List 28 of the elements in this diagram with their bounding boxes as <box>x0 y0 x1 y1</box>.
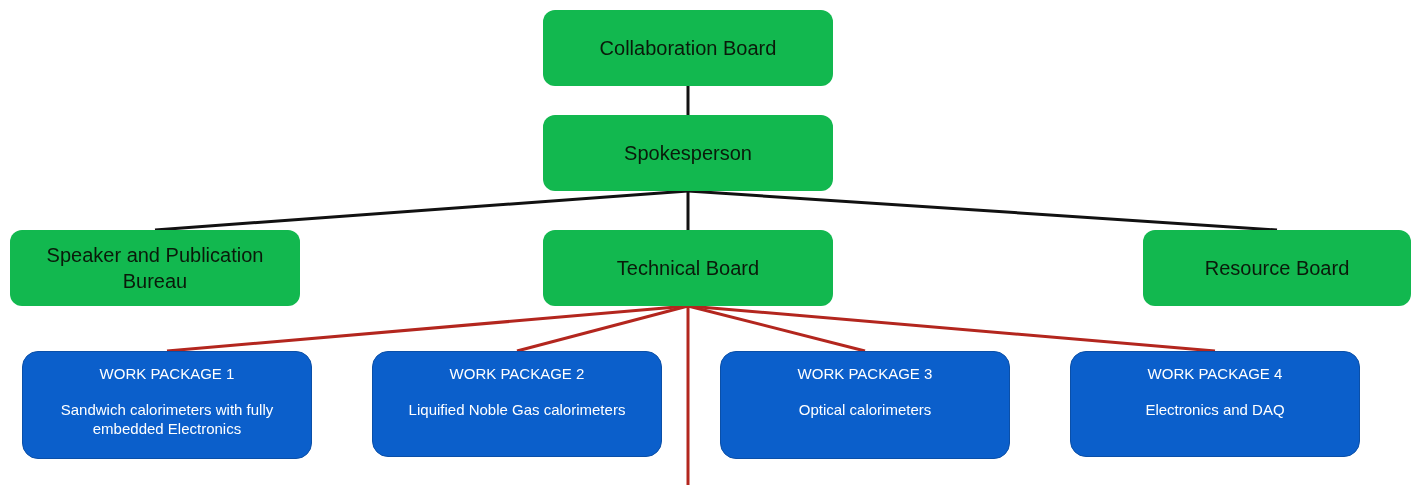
board-box <box>543 115 833 191</box>
package-title: WORK PACKAGE 3 <box>797 364 933 384</box>
board-box <box>10 230 300 306</box>
work-package-box <box>1070 351 1360 457</box>
board-box <box>1143 230 1411 306</box>
connector-line <box>686 191 690 230</box>
package-description: Sandwich calorimeters with fully embedded Electronics <box>59 399 275 439</box>
package-description: Optical calorimeters <box>798 399 932 419</box>
board-label: Spokesperson <box>624 141 752 166</box>
package-description: Liquified Noble Gas calorimeters <box>408 399 626 419</box>
board-label: Collaboration Board <box>599 36 777 61</box>
board-label: Technical Board <box>616 256 760 281</box>
board-label: Resource Board <box>1204 256 1350 281</box>
package-description: Electronics and DAQ <box>1145 399 1285 419</box>
package-title: WORK PACKAGE 2 <box>449 364 585 384</box>
connector-line <box>516 304 689 353</box>
board-box <box>543 230 833 306</box>
work-package-box <box>372 351 662 457</box>
package-title: WORK PACKAGE 4 <box>1147 364 1283 384</box>
package-title: WORK PACKAGE 1 <box>99 364 235 384</box>
connector-line <box>687 189 1278 232</box>
connector-line <box>686 306 690 485</box>
work-package-box <box>720 351 1010 459</box>
connector-line <box>154 189 689 232</box>
connector-line <box>686 86 690 115</box>
work-package-box <box>22 351 312 459</box>
board-box <box>543 10 833 86</box>
board-label: Speaker and Publication Bureau <box>45 243 265 294</box>
